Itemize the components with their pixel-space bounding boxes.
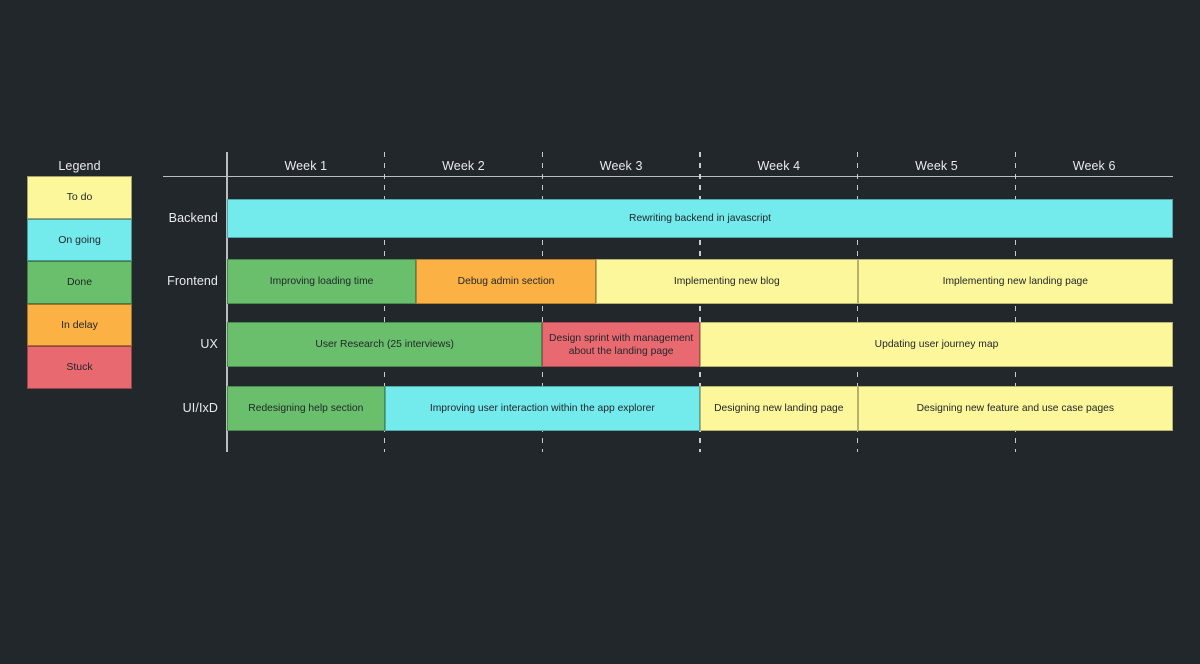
task-bar-label: Designing new feature and use case pages xyxy=(916,403,1115,414)
week-header-5: Week 5 xyxy=(915,159,958,173)
legend-item-on-going: On going xyxy=(27,218,132,261)
legend-item-label: To do xyxy=(66,191,93,204)
task-bar[interactable]: Improving user interaction within the ap… xyxy=(384,386,700,431)
timeline-start-line xyxy=(226,152,228,452)
task-bar[interactable]: Improving loading time xyxy=(227,259,417,304)
row-label-backend: Backend xyxy=(168,210,218,225)
week-header-2: Week 2 xyxy=(442,159,485,173)
legend-title: Legend xyxy=(58,159,101,173)
task-bar-label: User Research (25 interviews) xyxy=(315,339,454,350)
legend-item-to-do: To do xyxy=(27,176,132,219)
task-bar[interactable]: Updating user journey map xyxy=(700,322,1173,367)
task-bar-label: Debug admin section xyxy=(457,276,555,287)
task-bar[interactable]: Design sprint with management about the … xyxy=(542,322,700,367)
week-header-4: Week 4 xyxy=(757,159,801,173)
task-bar-label: Implementing new landing page xyxy=(942,276,1089,287)
week-header-3: Week 3 xyxy=(599,159,643,173)
task-bar-label: Improving loading time xyxy=(269,276,374,287)
legend-item-label: On going xyxy=(58,233,101,246)
legend-item-label: In delay xyxy=(61,318,98,331)
row-label-ux: UX xyxy=(200,336,218,351)
task-bar[interactable]: User Research (25 interviews) xyxy=(227,322,543,367)
task-bar-label: Improving user interaction within the ap… xyxy=(429,403,655,414)
row-label-frontend: Frontend xyxy=(167,273,218,288)
legend-item-done: Done xyxy=(27,261,132,304)
timeline-axis-line xyxy=(163,176,1173,177)
task-bar[interactable]: Designing new landing page xyxy=(700,386,858,431)
week-header-6: Week 6 xyxy=(1072,159,1116,173)
task-bar[interactable]: Redesigning help section xyxy=(227,386,385,431)
task-bar-label: Updating user journey map xyxy=(874,339,999,350)
task-bar-label: Redesigning help section xyxy=(248,403,364,414)
week-header-1: Week 1 xyxy=(284,159,328,173)
task-bar-label: Design sprint with management about the … xyxy=(549,332,694,357)
legend-item-in-delay: In delay xyxy=(27,303,132,346)
legend-item-label: Done xyxy=(66,276,93,289)
row-label-ui-ixd: UI/IxD xyxy=(182,400,218,415)
task-bar[interactable]: Implementing new blog xyxy=(595,259,858,304)
task-bar[interactable]: Rewriting backend in javascript xyxy=(227,199,1173,238)
task-bar-label: Implementing new blog xyxy=(673,276,780,287)
legend-item-stuck: Stuck xyxy=(27,346,132,389)
task-bar-label: Rewriting backend in javascript xyxy=(629,213,771,224)
task-bar[interactable]: Implementing new landing page xyxy=(857,259,1173,304)
task-bar-label: Designing new landing page xyxy=(714,403,844,414)
task-bar[interactable]: Debug admin section xyxy=(416,259,596,304)
legend-item-label: Stuck xyxy=(66,361,93,374)
task-bar[interactable]: Designing new feature and use case pages xyxy=(857,386,1173,431)
